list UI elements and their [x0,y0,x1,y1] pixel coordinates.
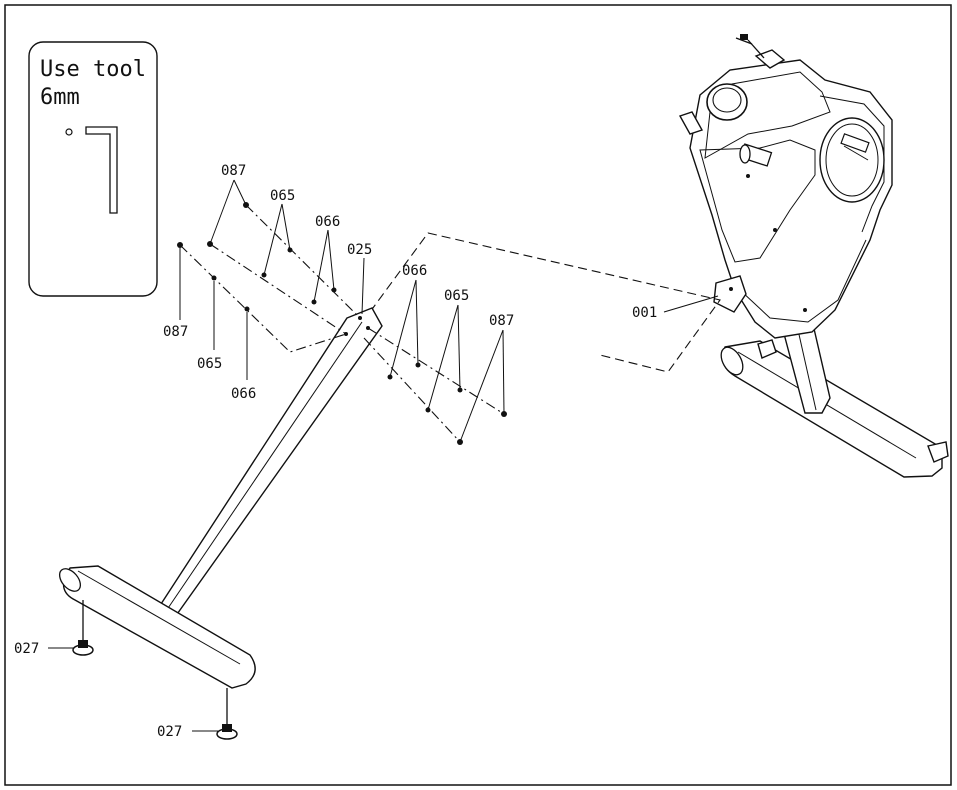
front-tube-edge [159,321,363,621]
housing-inner-panel [699,139,816,263]
washer-066-left [244,306,250,312]
right-axle [840,133,870,153]
rear-stabilizer [722,340,943,478]
bolt-line-middle [209,243,347,335]
rear-wheel [927,441,949,463]
bolt-end-icon [65,128,73,136]
rear-stabilizer-cap-left [720,346,744,376]
fastener-chains [177,202,507,445]
screw-hole [773,228,777,232]
label-027-upper: 027 [14,641,39,657]
leveler-nut-lower [222,724,232,732]
label-065-left: 065 [197,356,222,372]
flywheel-disc [819,117,885,203]
flywheel-axle-line [843,145,869,161]
screw-hole [803,308,807,312]
label-065-top: 065 [270,188,295,204]
bracket-hole [729,287,733,291]
label-027-lower: 027 [157,724,182,740]
console-cable-plug [740,34,748,40]
label-087-top: 087 [221,163,246,179]
bolt-line-right-bottom [363,337,461,443]
left-axle-cap [739,144,751,164]
front-tube-025 [146,307,383,626]
front-stabilizer-cap [58,568,82,592]
tool-label-size: 6mm [40,85,80,110]
front-stabilizer [62,565,256,689]
label-066-right: 066 [402,263,427,279]
tool-label-use: Use tool [40,57,146,82]
label-001: 001 [632,305,657,321]
rear-foot-left [757,339,777,359]
front-stabilizer-edge [77,570,241,665]
bolt-line-lower [179,244,347,353]
bolt-line-right-top [367,327,505,415]
resistance-knob-inner [712,87,742,113]
bolt-087-left [177,242,183,248]
allen-key-icon [85,126,118,214]
washer-065-left [211,275,217,281]
flywheel-disc-inner [825,123,879,197]
bolt-line-top [245,204,361,319]
label-087-right: 087 [489,313,514,329]
front-bracket-001 [713,275,747,313]
alignment-line-bracket [369,232,721,373]
label-066-left: 066 [231,386,256,402]
leveler-nut-upper [78,640,88,648]
tool-box: Use tool 6mm [28,41,158,297]
screw-hole [746,174,750,178]
left-handle-stub [678,111,704,135]
resistance-knob [706,83,748,121]
housing-lower-edge [739,239,867,323]
bike-main-frame [678,34,949,478]
front-tube-assembly [58,307,383,740]
leader-lines [48,179,719,732]
part-labels: 087 065 066 025 087 065 066 066 065 087 … [14,163,657,740]
console-cable-end [735,37,753,45]
label-066-top: 066 [315,214,340,230]
label-087-left: 087 [163,324,188,340]
console-connector [754,49,786,69]
label-025: 025 [347,242,372,258]
tool-box-frame [28,41,158,297]
outer-frame [4,4,952,786]
label-065-right: 065 [444,288,469,304]
upright-post-edge [797,329,817,411]
